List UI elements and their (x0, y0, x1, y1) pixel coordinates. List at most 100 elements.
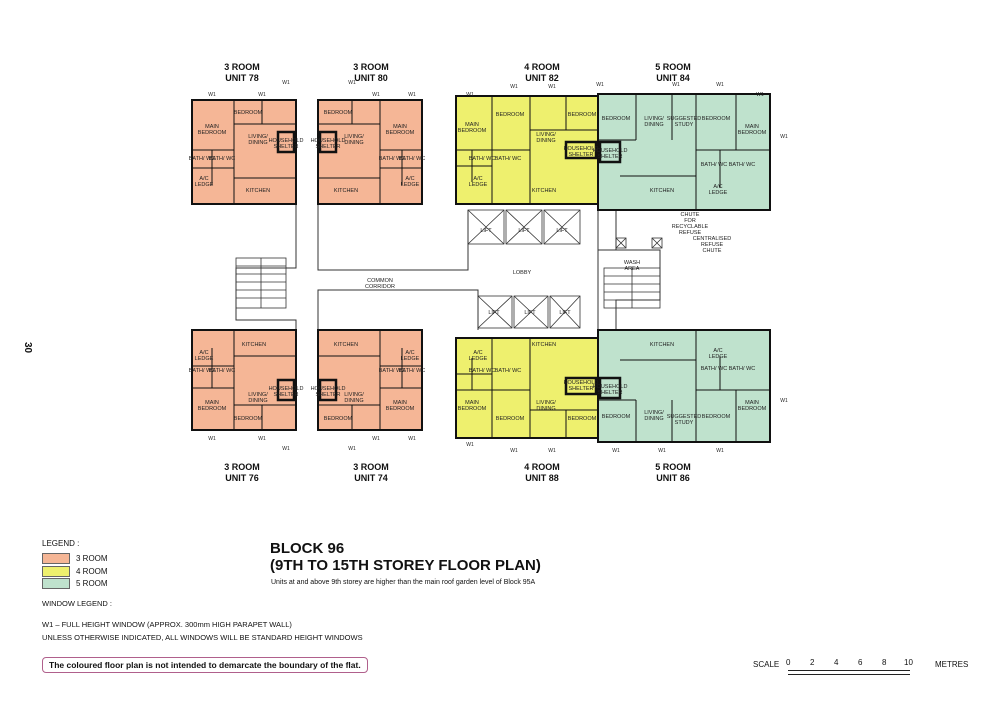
window-marker-w1: W1 (208, 92, 216, 98)
legend-item-4room: 4 ROOM (42, 566, 108, 577)
scale-tick-8: 8 (882, 658, 887, 667)
room-label-bath-wc: BATH/ WC (495, 156, 522, 162)
room-label-bedroom: BEDROOM (568, 416, 597, 422)
legend-title: LEGEND : (42, 539, 80, 548)
scale-bar (788, 670, 910, 675)
unit-88 (455, 337, 599, 439)
block-title-line1: BLOCK 96 (270, 540, 345, 557)
room-label-bath-wc: BATH/ WC (379, 156, 406, 162)
room-label-bath-wc: BATH/ WC (189, 368, 216, 374)
common-label-lobby: LOBBY (513, 270, 532, 276)
room-label-bedroom: BEDROOM (702, 414, 731, 420)
scale-tick-0: 0 (786, 658, 791, 667)
room-label-bath-wc: BATH/ WC (189, 156, 216, 162)
window-legend-line2: UNLESS OTHERWISE INDICATED, ALL WINDOWS … (42, 633, 363, 642)
block-title-line2: (9TH TO 15TH STOREY FLOOR PLAN) (270, 557, 541, 574)
room-label-bedroom: BEDROOM (324, 110, 353, 116)
window-marker-w1: W1 (596, 82, 604, 88)
refuse-chutes (615, 237, 663, 249)
room-label-kitchen: KITCHEN (650, 188, 674, 194)
window-marker-w1: W1 (408, 92, 416, 98)
window-legend-title: WINDOW LEGEND : (42, 599, 113, 608)
common-label-lift: LIFT (556, 228, 568, 234)
window-marker-w1: W1 (208, 436, 216, 442)
unit-80 (317, 99, 423, 205)
room-label-bath-wc: BATH/ WC (495, 368, 522, 374)
room-label-bedroom: BEDROOM (496, 112, 525, 118)
room-label-bath-wc: BATH/ WC (209, 156, 236, 162)
unit-76 (191, 329, 297, 431)
window-marker-w1: W1 (548, 84, 556, 90)
window-marker-w1: W1 (258, 92, 266, 98)
common-label-lift: LIFT (518, 228, 530, 234)
room-label-bath-wc: BATH/ WC (399, 368, 426, 374)
legend-swatch-5room (42, 578, 70, 589)
legend-item-3room: 3 ROOM (42, 553, 108, 564)
room-label-bath-wc: BATH/ WC (701, 162, 728, 168)
room-label-bedroom: BEDROOM (702, 116, 731, 122)
window-marker-w1: W1 (510, 448, 518, 454)
window-marker-w1: W1 (282, 446, 290, 452)
room-label-bath-wc: BATH/ WC (469, 156, 496, 162)
scale-unit: METRES (935, 660, 969, 669)
scale-tick-6: 6 (858, 658, 863, 667)
room-label-kitchen: KITCHEN (532, 188, 556, 194)
lift-group-top (467, 209, 581, 245)
unit-74 (317, 329, 423, 431)
window-marker-w1: W1 (466, 442, 474, 448)
room-label-bedroom: BEDROOM (234, 416, 263, 422)
room-label-living-dining: LIVING/DINING (344, 134, 364, 146)
window-marker-w1: W1 (510, 84, 518, 90)
window-marker-w1: W1 (372, 436, 380, 442)
room-label-bath-wc: BATH/ WC (729, 366, 756, 372)
window-legend-line1: W1 – FULL HEIGHT WINDOW (APPROX. 300mm H… (42, 620, 292, 629)
room-label-living-dining: LIVING/DINING (536, 400, 556, 412)
room-label-living-dining: LIVING/DINING (536, 132, 556, 144)
window-marker-w1: W1 (716, 448, 724, 454)
room-label-bedroom: BEDROOM (568, 112, 597, 118)
room-label-bath-wc: BATH/ WC (729, 162, 756, 168)
disclaimer-notice: The coloured floor plan is not intended … (42, 657, 368, 673)
room-label-living-dining: LIVING/DINING (248, 392, 268, 404)
stair-left (235, 257, 287, 309)
window-marker-w1: W1 (466, 92, 474, 98)
scale-tick-4: 4 (834, 658, 839, 667)
corridor-outline (235, 190, 661, 330)
room-label-bedroom: BEDROOM (496, 416, 525, 422)
lift-group-bottom (477, 295, 581, 329)
legend-swatch-3room (42, 553, 70, 564)
room-label-bath-wc: BATH/ WC (701, 366, 728, 372)
room-label-living-dining: LIVING/DINING (644, 410, 664, 422)
room-label-bath-wc: BATH/ WC (469, 368, 496, 374)
window-marker-w1: W1 (780, 134, 788, 140)
